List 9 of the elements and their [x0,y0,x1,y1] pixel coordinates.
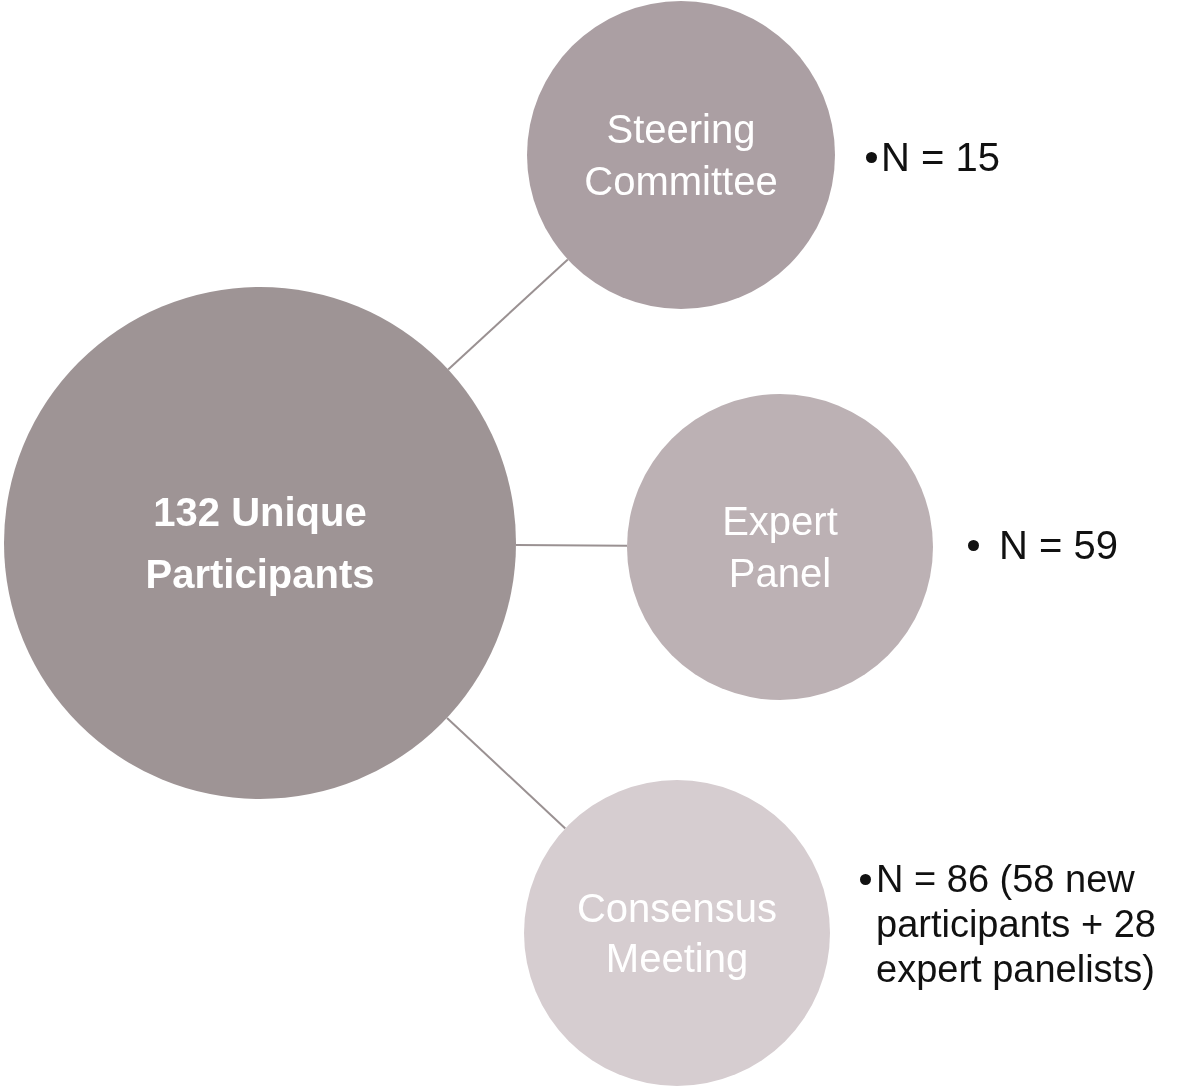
connector-line [515,544,628,547]
count-note: N = 59 [999,522,1119,569]
count-note: N = 15 [881,134,1001,181]
node-label: Steering Committee [583,106,779,205]
node-label: Expert Panel [721,498,839,597]
node-label: 132 Unique Participants [144,489,376,598]
count-note: N = 86 (58 new participants + 28 expert panelists) [876,857,1157,992]
connector-line [446,716,567,830]
connector-line [447,258,569,371]
